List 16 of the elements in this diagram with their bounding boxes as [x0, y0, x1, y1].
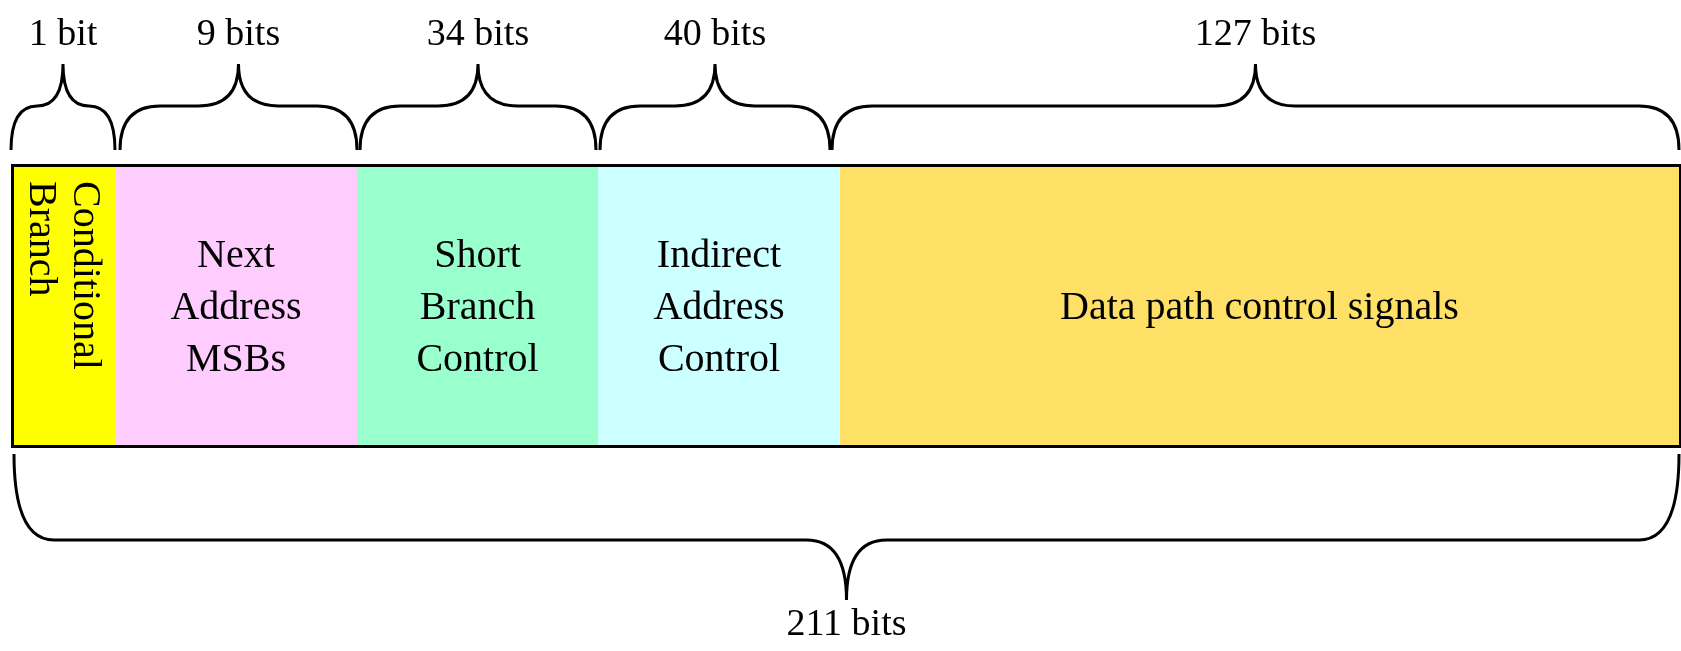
field-name: Next Address MSBs [169, 230, 303, 382]
bit-width-label: 9 bits [196, 10, 281, 54]
field-box [598, 164, 843, 448]
field-box [11, 164, 118, 448]
field-box [115, 164, 360, 448]
field-box [357, 164, 601, 448]
field-name: Conditional Branch [20, 181, 109, 372]
field-name: Data path control signals [1060, 282, 1459, 330]
bit-width-label: 1 bit [28, 10, 98, 54]
bit-width-label: 40 bits [663, 10, 767, 54]
field-name: Indirect Address Control [652, 230, 786, 382]
field-name: Short Branch Control [415, 230, 540, 382]
bit-width-label: 127 bits [1194, 10, 1317, 54]
bit-width-label: 211 bits [786, 600, 907, 644]
bit-width-label: 34 bits [426, 10, 530, 54]
field-box [840, 164, 1681, 448]
